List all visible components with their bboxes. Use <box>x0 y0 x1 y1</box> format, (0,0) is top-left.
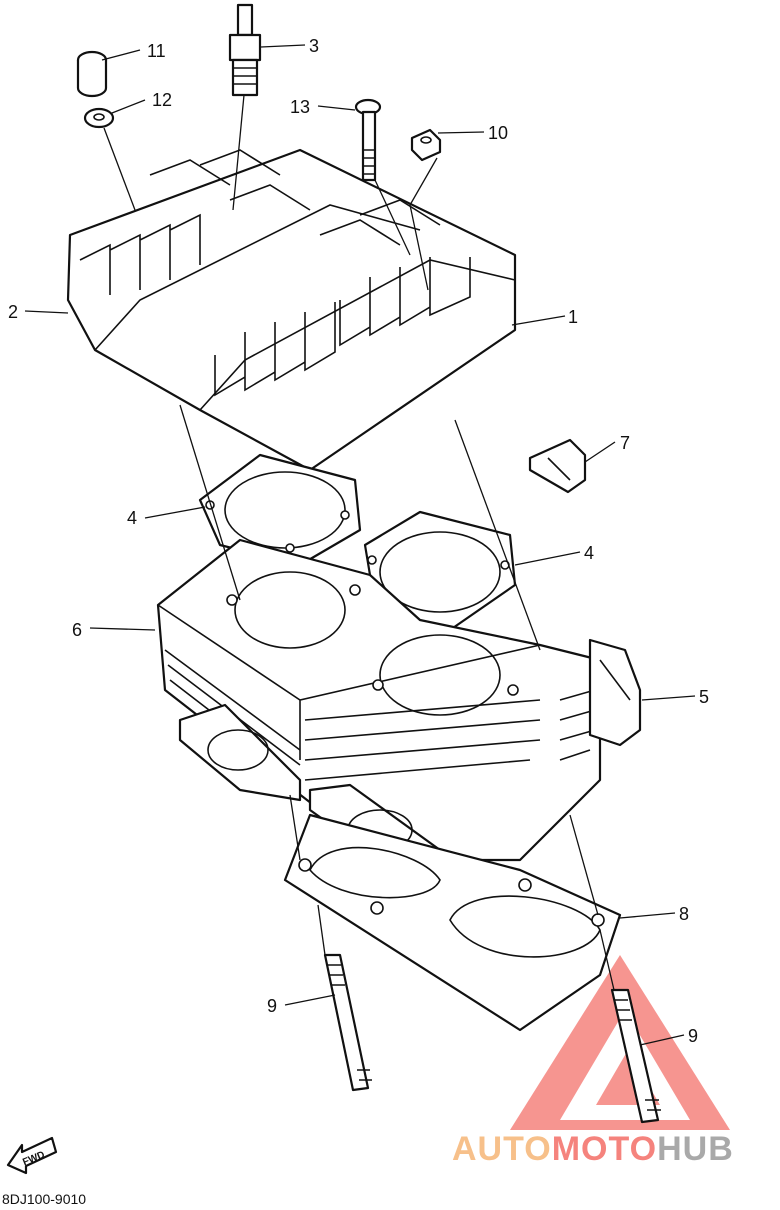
callout-9-left: 9 <box>267 996 277 1016</box>
exhaust-part-5 <box>588 638 642 747</box>
callout-12: 12 <box>152 90 172 110</box>
assembly-lines <box>103 94 615 991</box>
stud-left <box>323 953 372 1092</box>
head-gasket-right <box>363 510 517 635</box>
head-nut <box>410 128 442 162</box>
callout-4-left: 4 <box>127 508 137 528</box>
fwd-arrow-icon: FWD <box>6 1136 58 1175</box>
callout-10: 10 <box>488 123 508 143</box>
callout-2: 2 <box>8 302 18 322</box>
callout-labels: 11 3 12 13 10 2 1 7 4 4 6 5 8 9 9 <box>8 36 709 1046</box>
callout-11: 11 <box>147 41 166 61</box>
cylinder-block <box>156 538 602 872</box>
callout-1: 1 <box>568 307 578 327</box>
callout-9-right: 9 <box>688 1026 698 1046</box>
head-bolt <box>354 98 382 182</box>
callout-5: 5 <box>699 687 709 707</box>
stud-right <box>610 988 661 1124</box>
washer <box>83 107 115 129</box>
callout-leaders <box>24 44 696 1046</box>
cylinder-head <box>66 148 517 472</box>
callout-4-right: 4 <box>584 543 594 563</box>
callout-3: 3 <box>309 36 319 56</box>
spark-plug <box>228 3 262 97</box>
callout-8: 8 <box>679 904 689 924</box>
watermark-text: AUTOMOTOHUB <box>452 1130 734 1168</box>
callout-6: 6 <box>72 620 82 640</box>
callout-13: 13 <box>290 97 310 117</box>
diagram-code: 8DJ100-9010 <box>2 1191 86 1207</box>
bracket-part-7 <box>528 438 587 494</box>
dowel-pin <box>76 50 108 98</box>
callout-7: 7 <box>620 433 630 453</box>
